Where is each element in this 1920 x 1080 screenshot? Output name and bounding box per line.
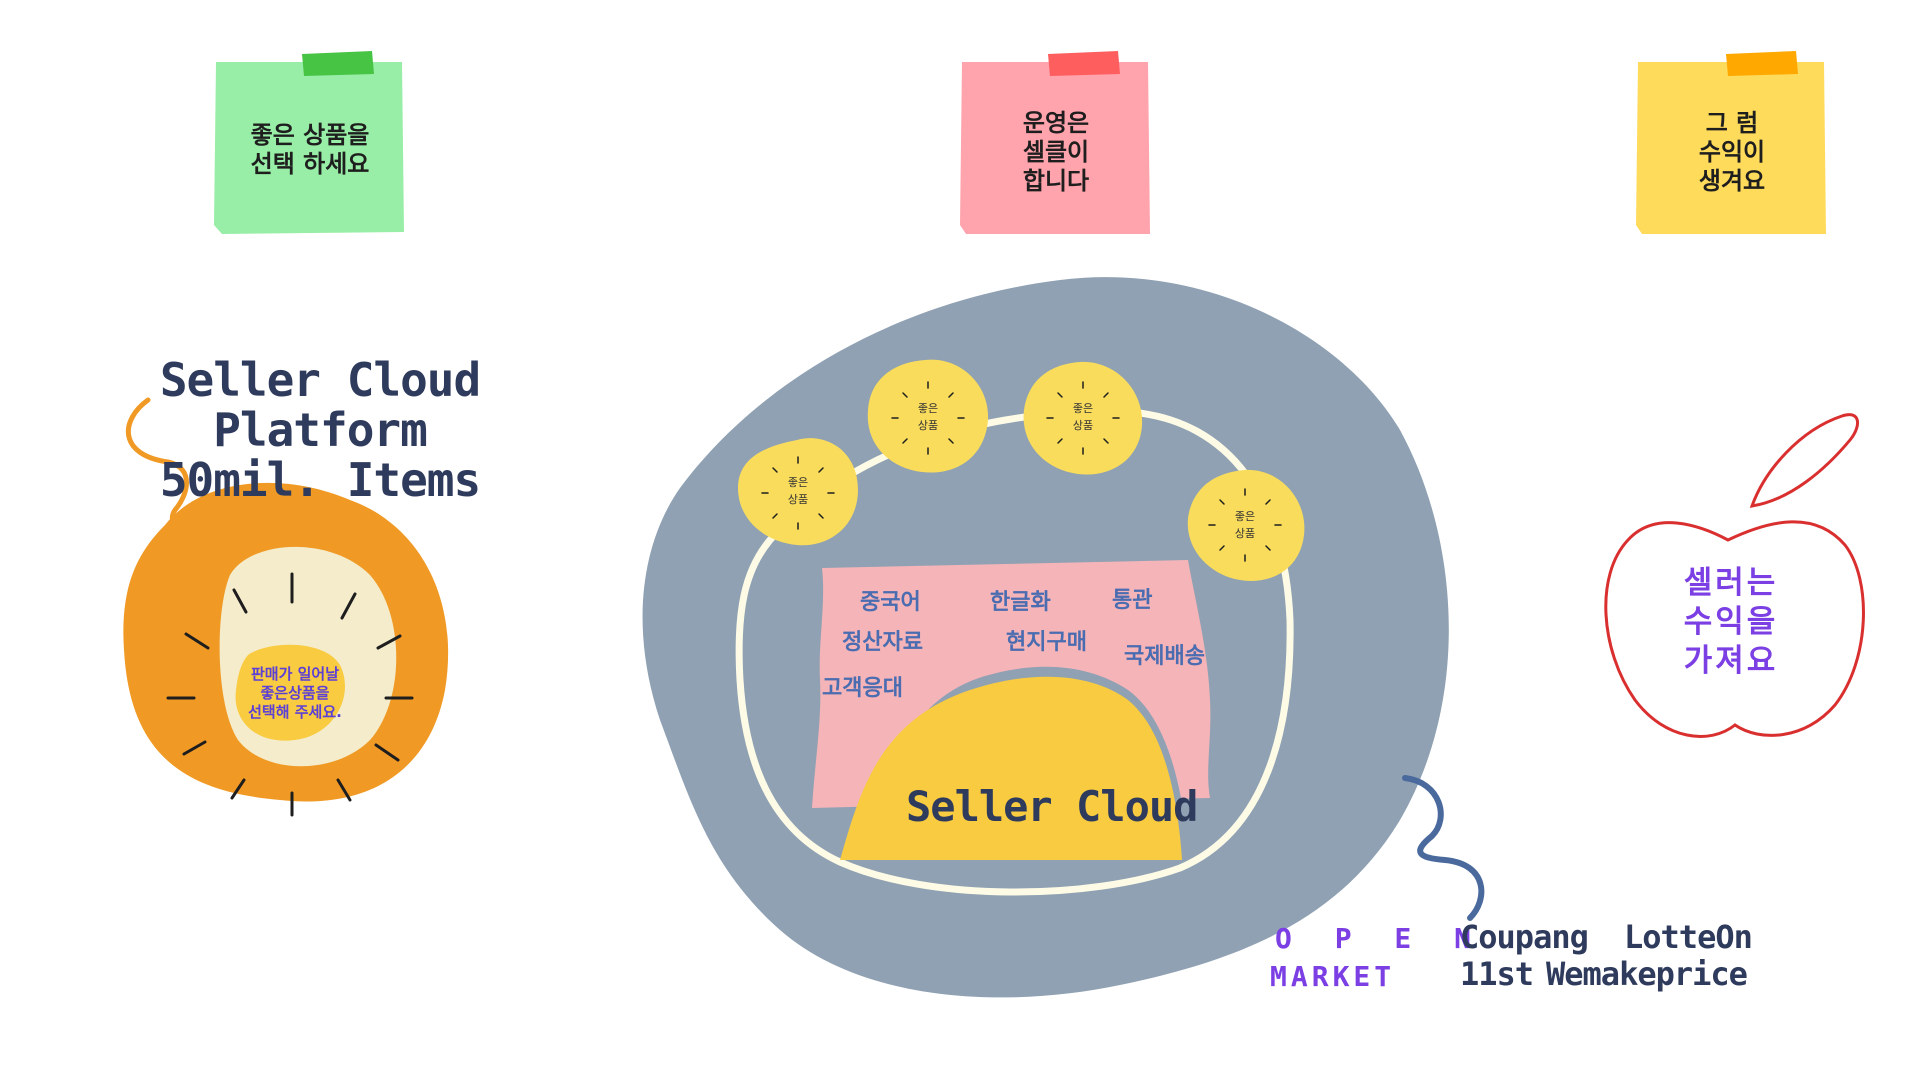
egg-yolk [235,644,345,741]
open-market-connector [1402,775,1485,921]
note-operation: 운영은 셀클이 합니다 [1022,109,1090,195]
product-badge-shapes [738,359,1305,581]
service-customer-support: 고객응대 [822,676,903,701]
note-green [214,51,404,234]
platform-heading: Seller Cloud Platform 50mil. Items [159,353,481,507]
open-market-label-line2: MARKET [1270,960,1396,993]
service-customs: 통관 [1112,588,1153,613]
market-11st: 11st [1460,955,1534,993]
tape-orange [1726,51,1798,76]
open-market-label-line1: O P E N [1275,922,1485,955]
service-settlement-data: 정산자료 [842,630,923,655]
product-badge: 좋은 상품 [787,476,809,506]
service-localization: 한글화 [990,590,1051,615]
tape-red [1048,51,1120,76]
egg-rays [166,572,414,817]
market-lotteon: LotteOn [1624,918,1753,956]
core-dome [840,676,1182,860]
market-coupang: Coupang [1460,918,1589,956]
product-badge: 좋은 상품 [917,402,939,432]
tape-green [302,51,374,76]
badge-rays [761,381,1282,562]
note-select-product: 좋은 상품을 선택 하세요 [250,121,370,178]
product-badge: 좋은 상품 [1234,510,1256,540]
service-international-shipping: 국제배송 [1124,644,1205,669]
apple-text: 셀러는 수익을 가져요 [1683,565,1779,679]
note-pink [960,51,1150,234]
product-badge: 좋은 상품 [1072,402,1094,432]
egg-text: 판매가 일어날 좋은상품을 선택해 주세요. [248,665,342,721]
note-yellow [1636,51,1826,234]
service-local-purchase: 현지구매 [1006,630,1087,655]
note-profit: 그 럼 수익이 생겨요 [1698,109,1766,195]
core-label: Seller Cloud [906,782,1198,831]
service-chinese: 중국어 [860,590,921,615]
market-wemakeprice: Wemakeprice [1546,955,1748,993]
apple-outline [1604,413,1865,738]
